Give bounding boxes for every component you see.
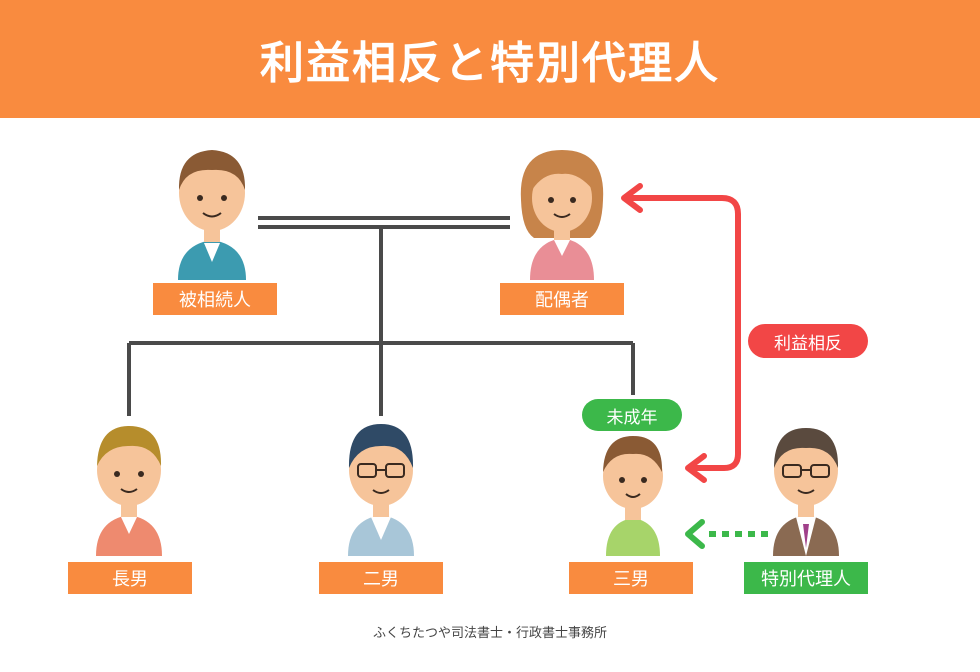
spouse-person-icon — [520, 150, 604, 280]
footer-credit: ふくちたつや司法書士・行政書士事務所 — [372, 626, 607, 641]
label-deceased: 被相続人 — [153, 283, 277, 315]
special-agent-person-icon — [773, 428, 839, 556]
page-title: 利益相反と特別代理人 — [260, 38, 720, 89]
header-bar: 利益相反と特別代理人 — [0, 0, 980, 118]
label-special-agent: 特別代理人 — [744, 562, 868, 594]
minor-badge: 未成年 — [582, 399, 682, 431]
second-son-person-icon — [348, 424, 414, 556]
eldest-son-person-icon — [96, 426, 162, 556]
conflict-of-interest-badge: 利益相反 — [748, 324, 868, 358]
label-third-son: 三男 — [569, 562, 693, 594]
agent-arrow — [685, 519, 768, 549]
label-spouse: 配偶者 — [500, 283, 624, 315]
label-eldest-son: 長男 — [68, 562, 192, 594]
family-tree-lines — [127, 216, 635, 416]
deceased-person-icon — [178, 150, 246, 280]
conflict-arrow — [621, 183, 741, 483]
third-son-person-icon — [603, 436, 663, 556]
label-second-son: 二男 — [319, 562, 443, 594]
